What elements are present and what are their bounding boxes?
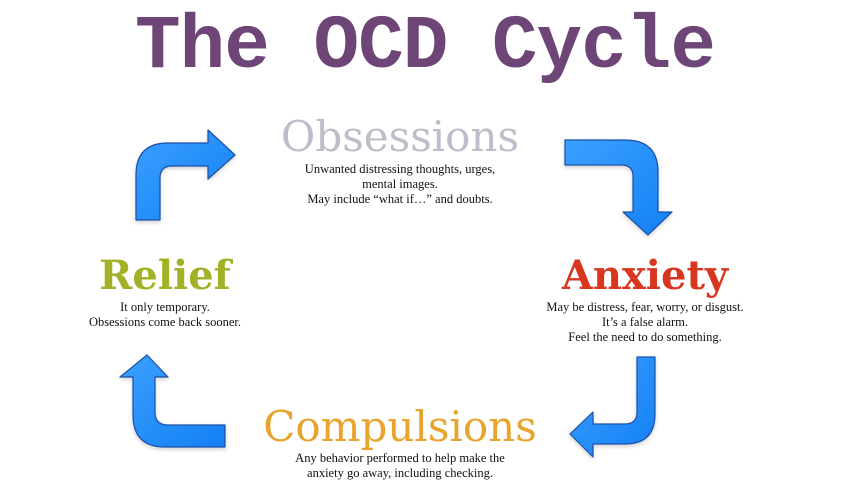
anxiety-desc-line: It’s a false alarm. bbox=[601, 315, 689, 329]
curved-arrow-up-right-icon bbox=[135, 129, 236, 221]
node-compulsions: Compulsions Any behavior performed to he… bbox=[240, 406, 560, 481]
curved-arrow-left-up-icon bbox=[119, 354, 226, 448]
relief-heading: Relief bbox=[99, 252, 231, 299]
node-obsessions: Obsessions Unwanted distressing thoughts… bbox=[250, 116, 550, 207]
obsessions-desc-line: Unwanted distressing thoughts, urges, bbox=[304, 162, 496, 176]
obsessions-desc-line: mental images. bbox=[362, 177, 438, 191]
obsessions-desc-line: May include “what if…” and doubts. bbox=[307, 192, 493, 206]
compulsions-heading: Compulsions bbox=[263, 402, 537, 451]
relief-desc-line: It only temporary. bbox=[120, 300, 210, 314]
anxiety-desc-line: May be distress, fear, worry, or disgust… bbox=[546, 300, 744, 314]
compulsions-desc-line: Any behavior performed to help make the bbox=[295, 451, 505, 465]
curved-arrow-down-left-icon bbox=[569, 356, 656, 458]
obsessions-heading: Obsessions bbox=[280, 112, 520, 161]
relief-desc-line: Obsessions come back sooner. bbox=[88, 315, 242, 329]
node-anxiety: Anxiety May be distress, fear, worry, or… bbox=[505, 256, 785, 345]
curved-arrow-right-down-icon bbox=[564, 139, 673, 236]
anxiety-heading: Anxiety bbox=[561, 252, 729, 299]
page-title: The OCD Cycle bbox=[135, 4, 716, 90]
node-relief: Relief It only temporary. Obsessions com… bbox=[40, 256, 290, 330]
compulsions-desc-line: anxiety go away, including checking. bbox=[307, 466, 493, 480]
anxiety-desc-line: Feel the need to do something. bbox=[568, 330, 722, 344]
